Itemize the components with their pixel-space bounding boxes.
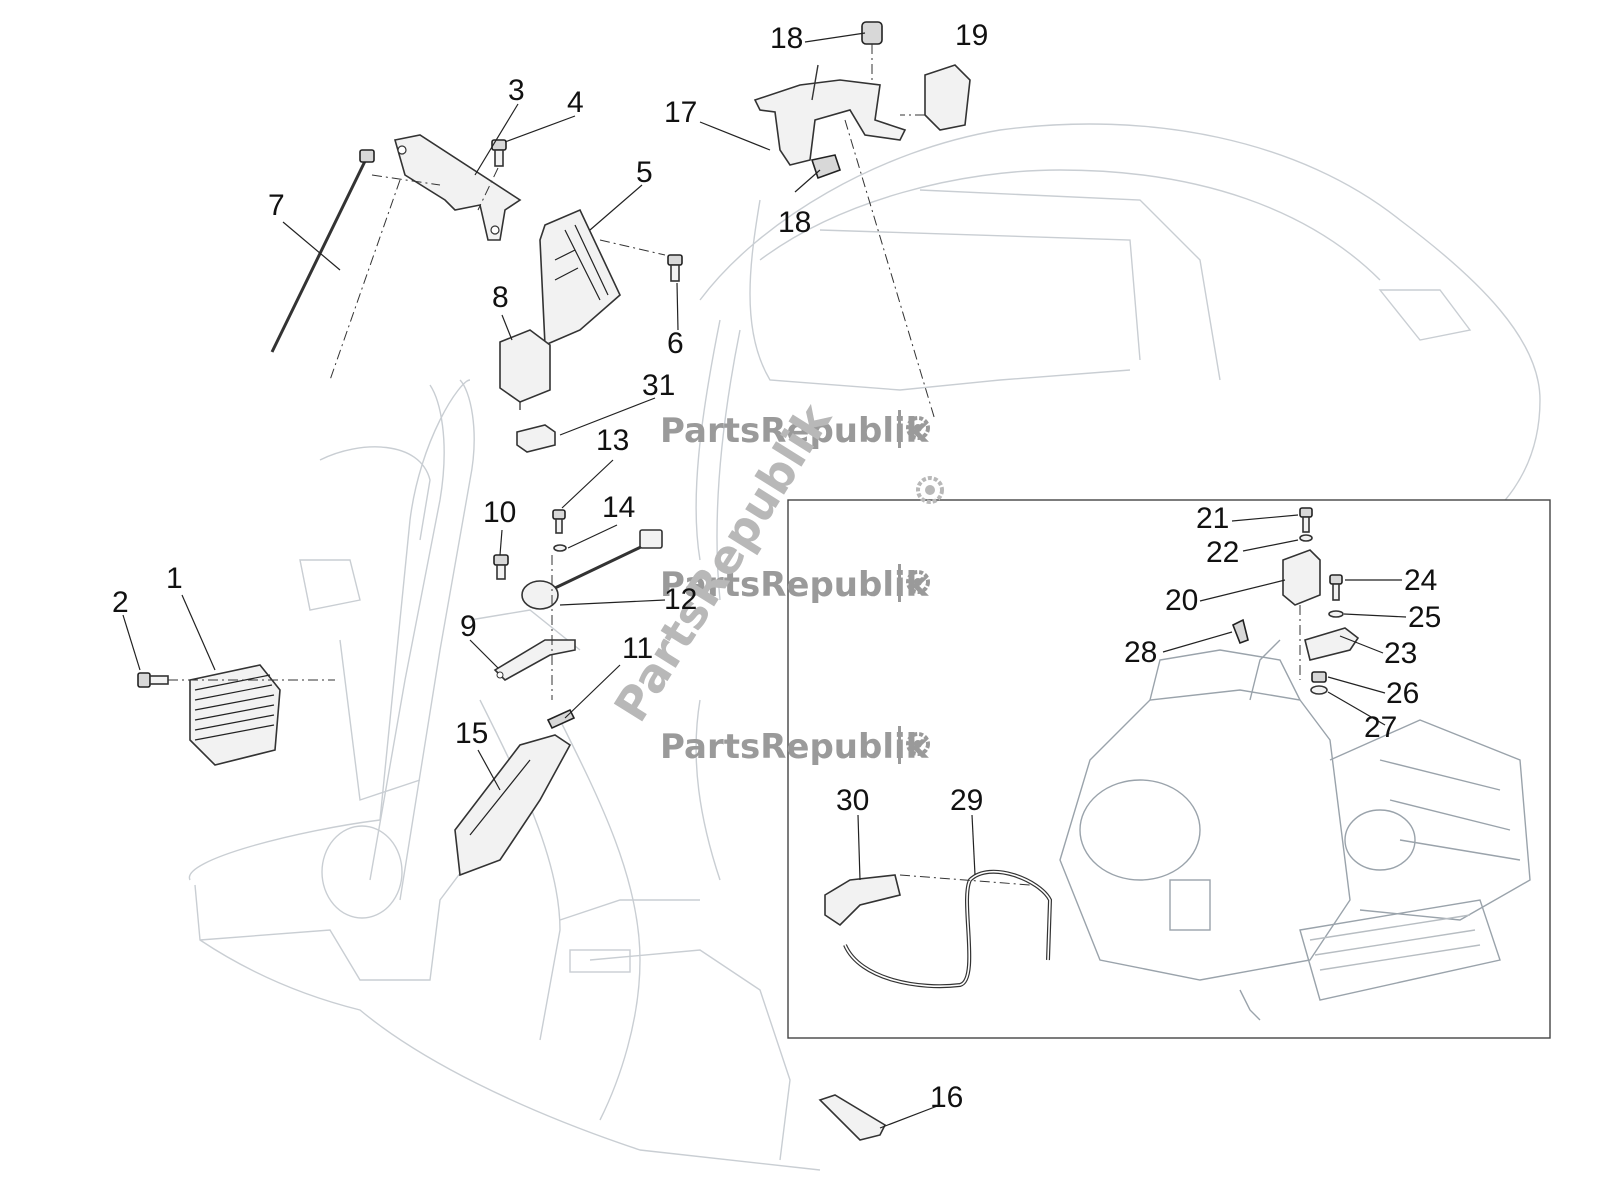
part-screw-10 <box>493 554 509 580</box>
callout-25: 25 <box>1408 601 1441 634</box>
part-bracket-9 <box>493 639 576 681</box>
gear-icon <box>916 476 944 504</box>
callout-23: 23 <box>1384 637 1417 670</box>
part-screw-21 <box>1299 507 1313 533</box>
part-screw-4 <box>477 139 507 211</box>
callout-17: 17 <box>664 96 697 129</box>
callout-22: 22 <box>1206 536 1239 569</box>
part-control-unit <box>539 208 666 347</box>
part-washer-14 <box>553 544 567 552</box>
callout-29: 29 <box>950 784 983 817</box>
callout-20: 20 <box>1165 584 1198 617</box>
part-plate-23 <box>1304 627 1360 661</box>
part-cable-29 <box>843 869 1053 989</box>
callout-8: 8 <box>492 281 509 314</box>
callout-13: 13 <box>596 424 629 457</box>
part-washer-27 <box>1310 685 1328 695</box>
callout-30: 30 <box>836 784 869 817</box>
callout-2: 2 <box>112 586 129 619</box>
callout-labels: 1 2 3 4 5 6 7 8 9 10 11 12 13 14 15 16 1… <box>112 19 1441 1114</box>
part-screw-13 <box>552 509 566 534</box>
part-connector-19 <box>900 64 971 131</box>
callout-12: 12 <box>664 583 697 616</box>
part-clip-28 <box>1231 618 1249 645</box>
watermark-text: PartsRepublik <box>660 565 930 605</box>
callout-19: 19 <box>955 19 988 52</box>
callout-14: 14 <box>602 491 635 524</box>
callout-18-top: 18 <box>770 22 803 55</box>
part-grommet-18-top <box>861 21 883 80</box>
callout-10: 10 <box>483 496 516 529</box>
callout-5: 5 <box>636 156 653 189</box>
callout-11: 11 <box>622 632 653 665</box>
part-screw-24 <box>1329 574 1343 601</box>
part-bracket-3 <box>329 134 522 381</box>
part-washer-25 <box>1328 610 1344 618</box>
part-washer-22 <box>1299 534 1313 542</box>
part-cover-15 <box>454 734 572 877</box>
part-switch-20 <box>1282 549 1321 680</box>
callout-16: 16 <box>930 1081 963 1114</box>
callout-18-bottom: 18 <box>778 206 811 239</box>
part-fuse <box>516 424 556 453</box>
part-grommet-18-bottom <box>810 154 842 180</box>
engine-drawing <box>1059 639 1531 1021</box>
callout-28: 28 <box>1124 636 1157 669</box>
gear-icon <box>898 564 930 602</box>
callout-27: 27 <box>1364 711 1397 744</box>
callout-26: 26 <box>1386 677 1419 710</box>
part-cover-16 <box>818 1094 887 1141</box>
part-regulator <box>189 664 281 766</box>
part-screw-6 <box>667 254 683 282</box>
callout-9: 9 <box>460 610 477 643</box>
callout-3: 3 <box>508 74 525 107</box>
part-clip-11 <box>546 708 576 730</box>
part-sensor <box>521 529 663 700</box>
part-bracket-17 <box>753 64 936 421</box>
part-connector-30 <box>824 874 901 927</box>
callout-21: 21 <box>1196 502 1229 535</box>
callout-1: 1 <box>166 562 183 595</box>
callout-31: 31 <box>642 369 675 402</box>
part-screw-2 <box>137 672 335 688</box>
callout-15: 15 <box>455 717 488 750</box>
callout-24: 24 <box>1404 564 1437 597</box>
gear-icon <box>898 410 930 448</box>
watermark-text: PartsRepublik <box>660 411 930 451</box>
part-nut-26 <box>1311 671 1327 683</box>
part-relay <box>499 329 551 410</box>
gear-icon <box>898 726 930 764</box>
callout-6: 6 <box>667 327 684 360</box>
watermark-text: PartsRepublik <box>660 727 930 767</box>
leader-lines <box>122 32 1407 1129</box>
callout-7: 7 <box>268 189 285 222</box>
callout-4: 4 <box>567 86 584 119</box>
